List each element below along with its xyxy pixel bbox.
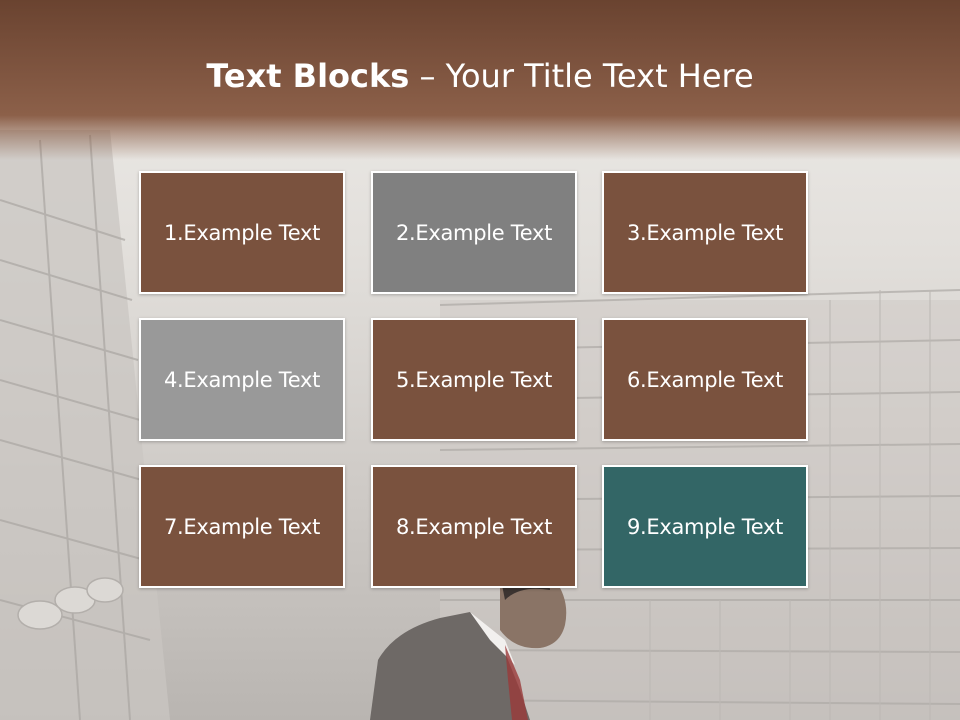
text-block-7[interactable]: 7.Example Text (139, 465, 345, 588)
text-block-3[interactable]: 3.Example Text (602, 171, 808, 294)
text-block-2[interactable]: 2.Example Text (371, 171, 577, 294)
text-block-4[interactable]: 4.Example Text (139, 318, 345, 441)
text-block-label: 8.Example Text (395, 514, 553, 539)
slide-title[interactable]: Text Blocks – Your Title Text Here (0, 56, 960, 96)
title-bold-part: Text Blocks (206, 57, 410, 95)
text-block-label: 4.Example Text (163, 367, 321, 392)
text-block-label: 2.Example Text (395, 220, 553, 245)
text-block-8[interactable]: 8.Example Text (371, 465, 577, 588)
header-band (0, 0, 960, 160)
title-rest: Your Title Text Here (445, 57, 754, 95)
text-block-1[interactable]: 1.Example Text (139, 171, 345, 294)
text-block-9[interactable]: 9.Example Text (602, 465, 808, 588)
text-block-6[interactable]: 6.Example Text (602, 318, 808, 441)
title-dash: – (409, 57, 446, 95)
text-block-5[interactable]: 5.Example Text (371, 318, 577, 441)
text-block-label: 6.Example Text (626, 367, 784, 392)
text-block-label: 9.Example Text (626, 514, 784, 539)
text-block-label: 5.Example Text (395, 367, 553, 392)
text-block-label: 1.Example Text (163, 220, 321, 245)
text-block-label: 7.Example Text (163, 514, 321, 539)
text-block-label: 3.Example Text (626, 220, 784, 245)
